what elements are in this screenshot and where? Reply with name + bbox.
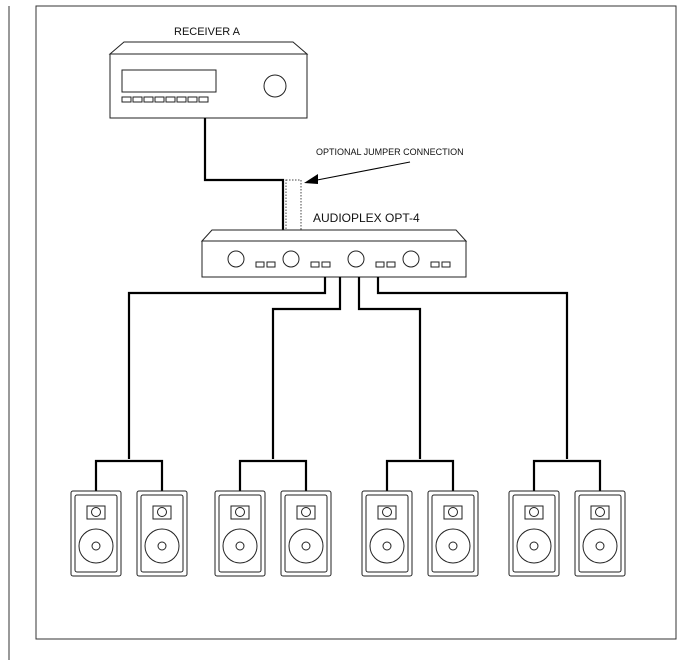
speaker-pair — [214, 459, 332, 577]
wire-pair-1 — [127, 277, 327, 459]
speaker-pair-wire — [385, 459, 455, 491]
speaker-pairs — [70, 459, 626, 577]
speaker-pair-wire — [532, 459, 602, 491]
wire-pair-2 — [271, 277, 342, 459]
wire-pair-4 — [376, 277, 569, 459]
speaker-icon — [427, 490, 479, 577]
speaker-pair — [361, 459, 479, 577]
receiver-icon — [108, 41, 309, 119]
speaker-pair — [508, 459, 626, 577]
speaker-icon — [574, 490, 626, 577]
jumper-connection — [285, 179, 302, 231]
diagram-frame — [35, 5, 677, 640]
speaker-icon — [136, 490, 188, 577]
speaker-icon — [508, 490, 560, 577]
wire-pair-3 — [357, 277, 422, 459]
speaker-pair-wire — [94, 459, 164, 491]
receiver-buttons — [121, 96, 209, 103]
amp-label: AUDIOPLEX OPT-4 — [313, 211, 420, 225]
speaker-icon — [361, 490, 413, 577]
speaker-selector-icon — [200, 229, 468, 278]
output-wires — [127, 277, 569, 459]
speaker-icon — [280, 490, 332, 577]
jumper-arrow-icon — [304, 161, 411, 184]
receiver-label: RECEIVER A — [174, 26, 241, 38]
receiver-wire — [203, 118, 285, 230]
speaker-pair-wire — [238, 459, 308, 491]
speaker-pair — [70, 459, 188, 577]
speaker-icon — [70, 490, 122, 577]
jumper-label: OPTIONAL JUMPER CONNECTION — [316, 147, 464, 157]
speaker-icon — [214, 490, 266, 577]
